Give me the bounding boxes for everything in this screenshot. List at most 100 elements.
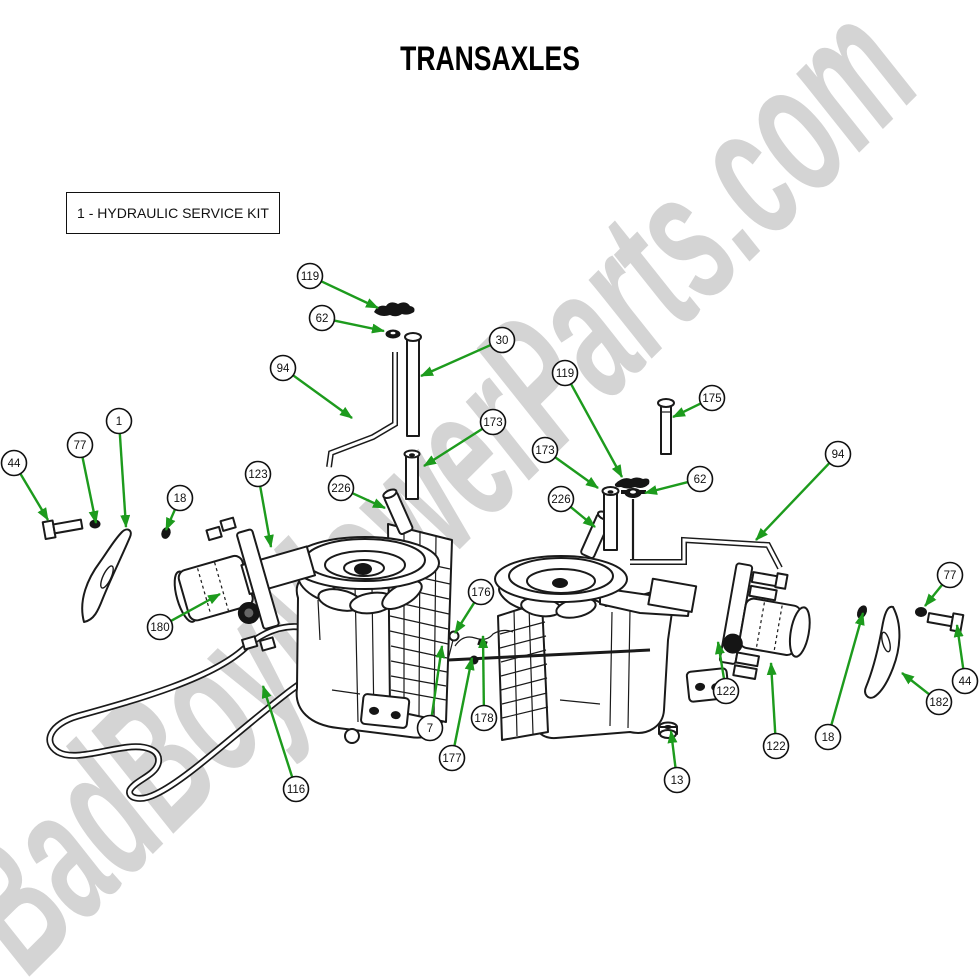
leader-line [830,612,865,726]
bolt-44-left [41,518,84,541]
callout-number: 182 [929,697,948,709]
callout-number: 1 [116,416,122,428]
callout-circle [925,688,953,716]
plug-13 [658,721,678,739]
clamp-119-right [614,477,650,489]
callout-122[interactable]: 122 [762,662,790,760]
brake-lever-1 [81,528,132,623]
callout-circle [0,449,28,477]
leader-line [430,645,446,716]
callout-180[interactable]: 180 [146,592,221,641]
callout-circle [551,359,579,387]
callout-62[interactable]: 62 [644,465,714,495]
right-axle-assembly [647,562,811,680]
callout-182[interactable]: 182 [901,672,953,716]
callout-circle [66,431,94,459]
callout-circle [698,384,726,412]
leader-line [953,624,965,669]
left-vent-tube [382,488,414,535]
callout-77[interactable]: 77 [66,431,99,524]
leader-line [924,583,944,607]
callout-44[interactable]: 44 [951,624,979,695]
right-fin-plate [497,601,549,741]
callout-226[interactable]: 226 [547,485,596,528]
callout-94[interactable]: 94 [269,354,353,419]
right-fan-hub [552,578,568,588]
fitting-62-right [621,488,646,563]
callout-number: 116 [287,784,305,796]
callout-number: 94 [277,363,290,375]
pipe-94-left [326,352,398,468]
leader-line [672,402,702,419]
callout-number: 122 [766,741,785,753]
fitting-62-left [385,329,401,339]
leader-line [19,473,50,521]
callout-circle [547,485,575,513]
callout-62[interactable]: 62 [308,304,385,334]
callout-30[interactable]: 30 [420,326,516,378]
leader-line [333,319,385,334]
leader-line [714,641,726,679]
callout-94[interactable]: 94 [755,440,852,541]
callout-number: 18 [174,493,187,505]
callout-number: 173 [535,445,554,457]
callout-119[interactable]: 119 [296,262,379,310]
callout-173[interactable]: 173 [531,436,599,489]
callout-circle [327,474,355,502]
callout-7[interactable]: 7 [416,645,446,742]
page-title: TRANSAXLES [400,40,580,78]
leader-line [164,508,177,531]
callout-1[interactable]: 1 [105,407,133,528]
leader-line [901,672,930,696]
callout-circle [531,436,559,464]
leader-line [423,427,484,468]
nut-77-right [915,607,927,617]
callout-122[interactable]: 122 [712,641,740,705]
callout-number: 44 [8,458,21,470]
callout-175[interactable]: 175 [672,384,726,419]
callout-circle [936,561,964,589]
callout-18[interactable]: 18 [814,612,865,751]
callout-circle [146,613,174,641]
leader-line [644,480,689,495]
callout-119[interactable]: 119 [551,359,624,478]
callout-173[interactable]: 173 [423,408,507,468]
callout-number: 177 [442,753,461,765]
leader-line [261,685,294,778]
callout-177[interactable]: 177 [438,657,475,772]
callout-116[interactable]: 116 [261,685,310,803]
leader-line [667,730,678,768]
leader-line [259,486,274,548]
right-fan-pulley [494,555,628,619]
left-transaxle [173,449,453,744]
callout-176[interactable]: 176 [453,578,495,634]
callout-circle [479,408,507,436]
callout-123[interactable]: 123 [244,460,274,548]
tube-30 [404,332,422,437]
callout-number: 176 [471,587,490,599]
callout-number: 77 [944,570,957,582]
callout-number: 62 [694,474,707,486]
callout-178[interactable]: 178 [470,635,498,732]
left-fan-hub [354,563,372,575]
leader-line [351,492,386,510]
right-oil-tube [601,486,620,551]
callout-44[interactable]: 44 [0,449,50,521]
callout-circle [244,460,272,488]
callout-number: 18 [822,732,835,744]
callout-13[interactable]: 13 [663,730,691,794]
leader-line [118,433,131,528]
callout-circle [282,775,310,803]
callout-circle [686,465,714,493]
service-kit-label: 1 - HYDRAULIC SERVICE KIT [77,205,269,221]
callout-circle [105,407,133,435]
leader-line [320,280,379,310]
callout-18[interactable]: 18 [164,484,194,531]
callout-number: 226 [551,494,570,506]
callout-77[interactable]: 77 [924,561,964,607]
callout-226[interactable]: 226 [327,474,386,510]
callout-circle [296,262,324,290]
left-drain-port [344,728,360,744]
callout-number: 119 [556,368,574,380]
